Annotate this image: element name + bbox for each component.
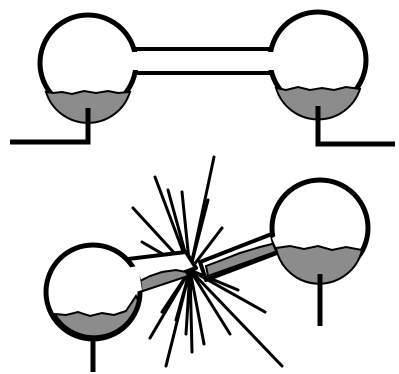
liquid-in-tube: [136, 268, 190, 294]
intact-apparatus: [10, 9, 395, 147]
left-stand: [10, 108, 91, 145]
liquid-right: [274, 85, 362, 121]
liquid-right: [274, 244, 364, 285]
liquid-left: [53, 294, 140, 338]
liquid-in-tube-right: [204, 240, 288, 278]
broken-apparatus: [43, 155, 371, 372]
right-stand: [315, 106, 395, 147]
liquid-left: [44, 89, 132, 124]
